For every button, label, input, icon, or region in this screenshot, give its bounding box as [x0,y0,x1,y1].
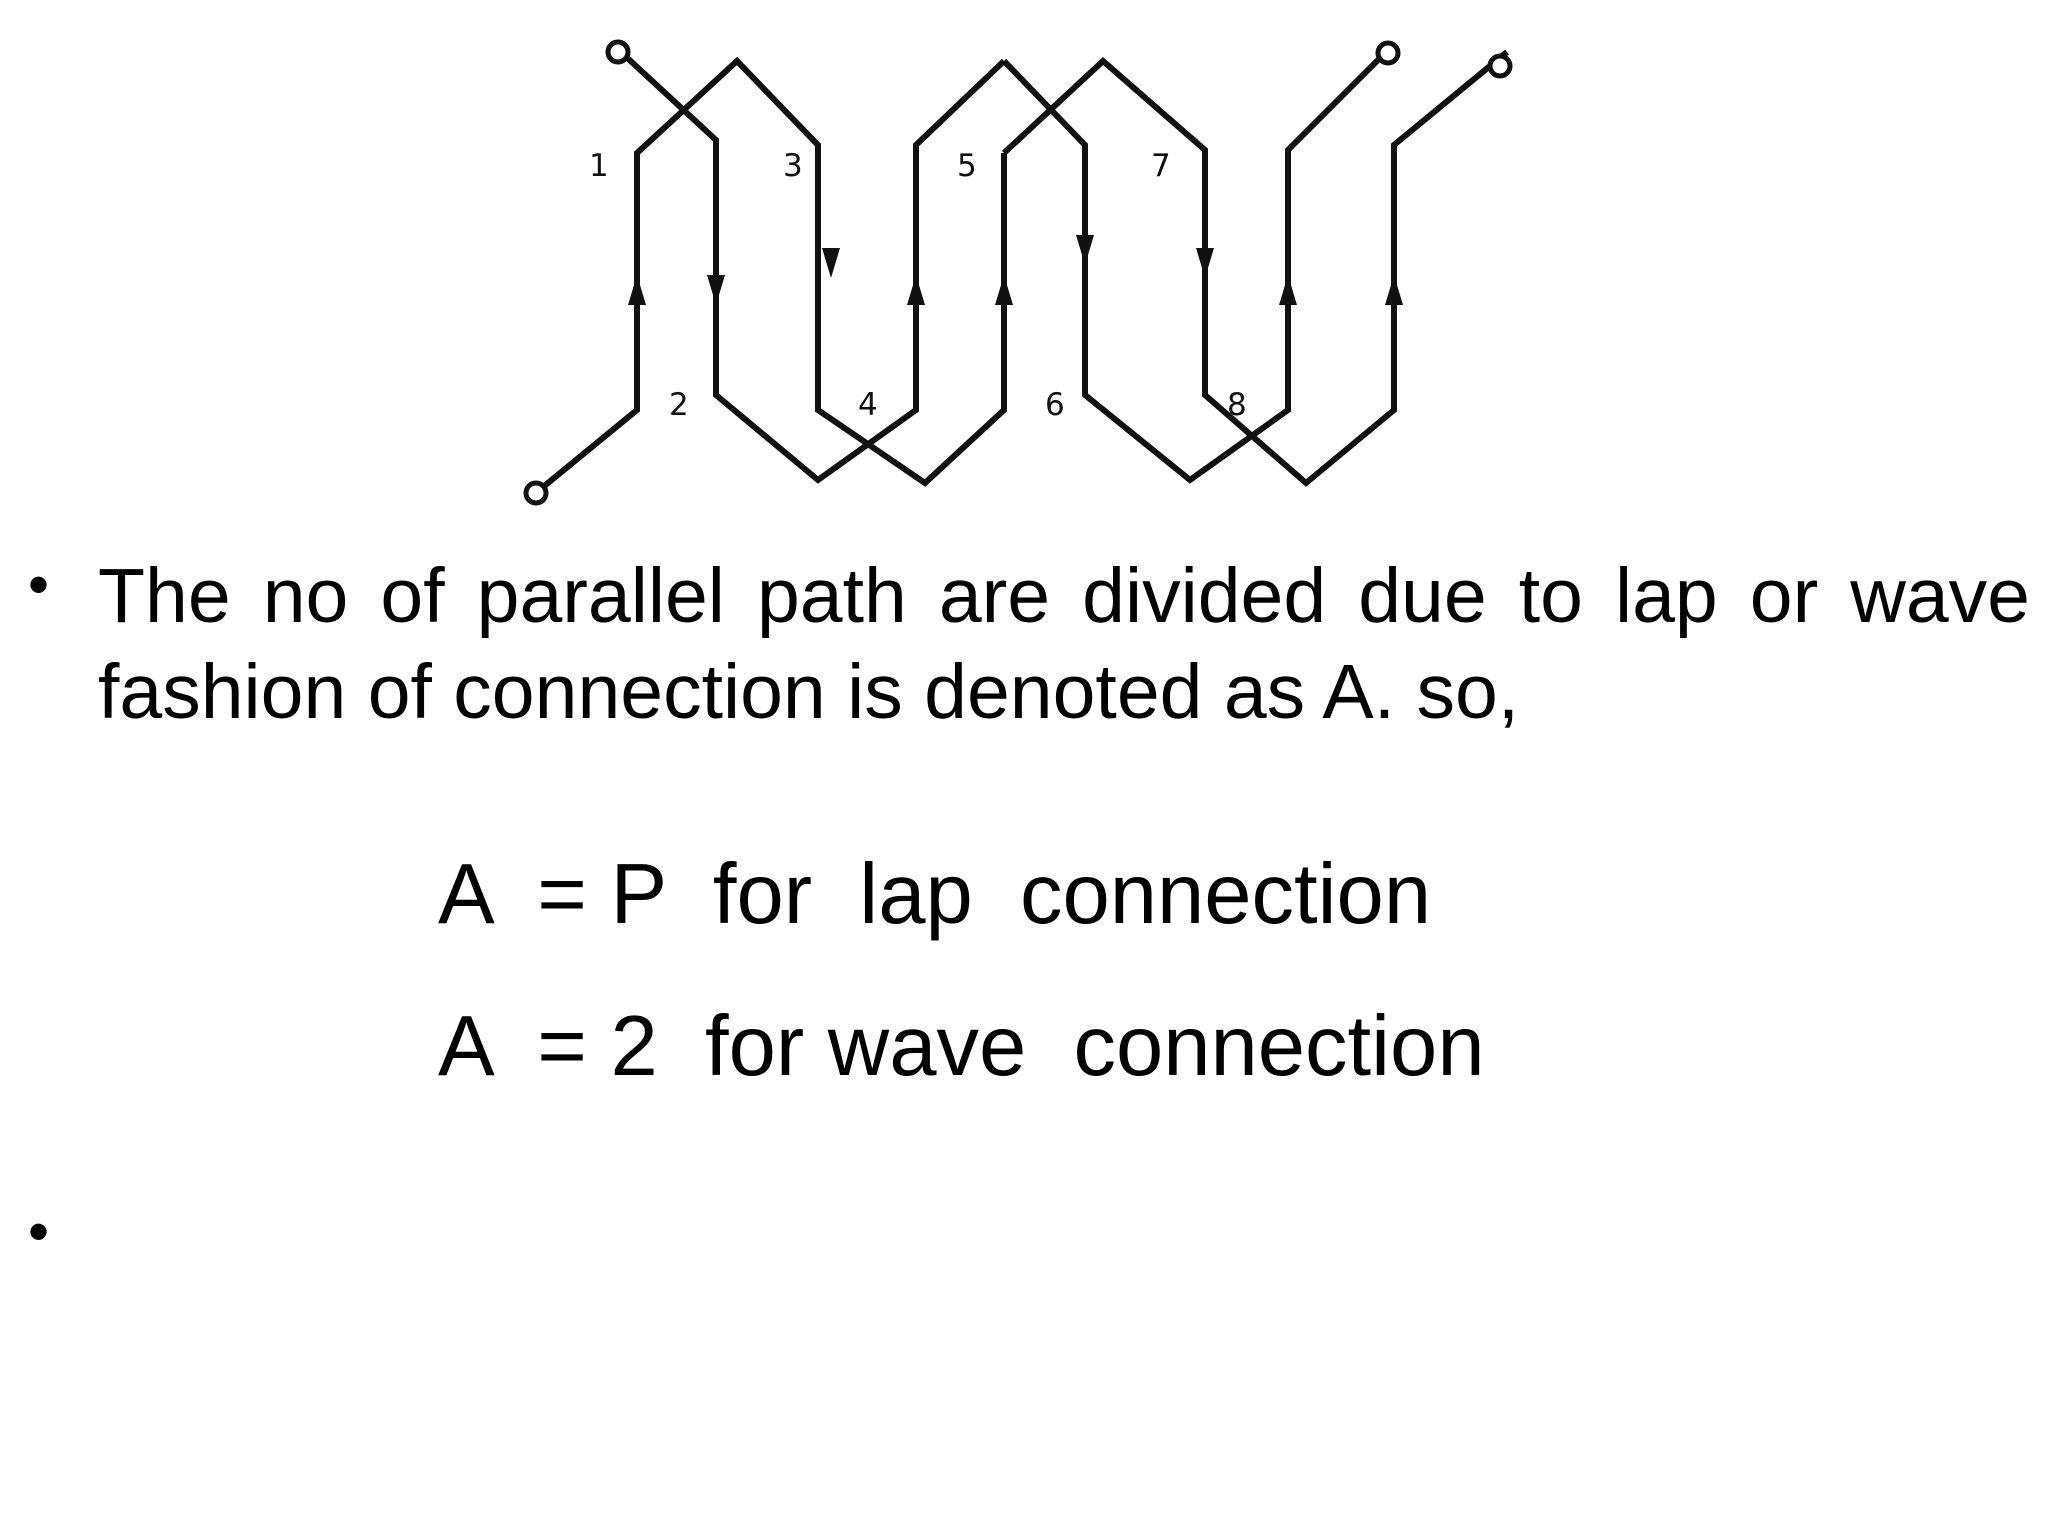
terminal-circle [523,480,549,506]
coil-label: 4 [858,387,878,423]
winding-conductor [619,50,1007,484]
winding-conductor [1001,49,1509,487]
arrow-up-icon [995,275,1013,305]
arrow-up-icon [1385,275,1403,305]
terminal-circle [1375,40,1401,66]
coil-label: 7 [1151,148,1171,184]
terminal-circle [605,39,631,65]
bullet-item: • [20,1195,2030,1268]
arrow-down-icon [1196,248,1214,278]
winding-conductor [1001,52,1386,484]
terminal-circle [1487,53,1513,79]
arrow-down-icon [707,275,725,305]
equation-lap: A = P for lap connection [438,847,1432,942]
bullet-item: • The no of parallel path are divided du… [20,548,2030,740]
lap-winding-diagram: 1 2 3 4 5 6 7 8 [523,39,1513,506]
arrow-down-icon [1076,235,1094,265]
arrow-up-icon [628,275,646,305]
coil-label: 1 [589,148,609,184]
coil-label: 3 [783,148,803,184]
arrow-down-icon [822,248,840,278]
bullet-marker: • [28,1198,50,1265]
arrow-up-icon [907,275,925,305]
winding-conductor [535,56,1007,495]
bullet-text: The no of parallel path are divided due … [98,553,2030,735]
coil-label: 5 [957,148,977,184]
equation-wave: A = 2 for wave connection [438,999,1485,1094]
arrow-up-icon [1279,275,1297,305]
coil-label: 8 [1227,387,1247,423]
coil-label: 6 [1045,387,1065,423]
bullet-marker: • [28,551,50,618]
coil-label: 2 [669,387,689,423]
